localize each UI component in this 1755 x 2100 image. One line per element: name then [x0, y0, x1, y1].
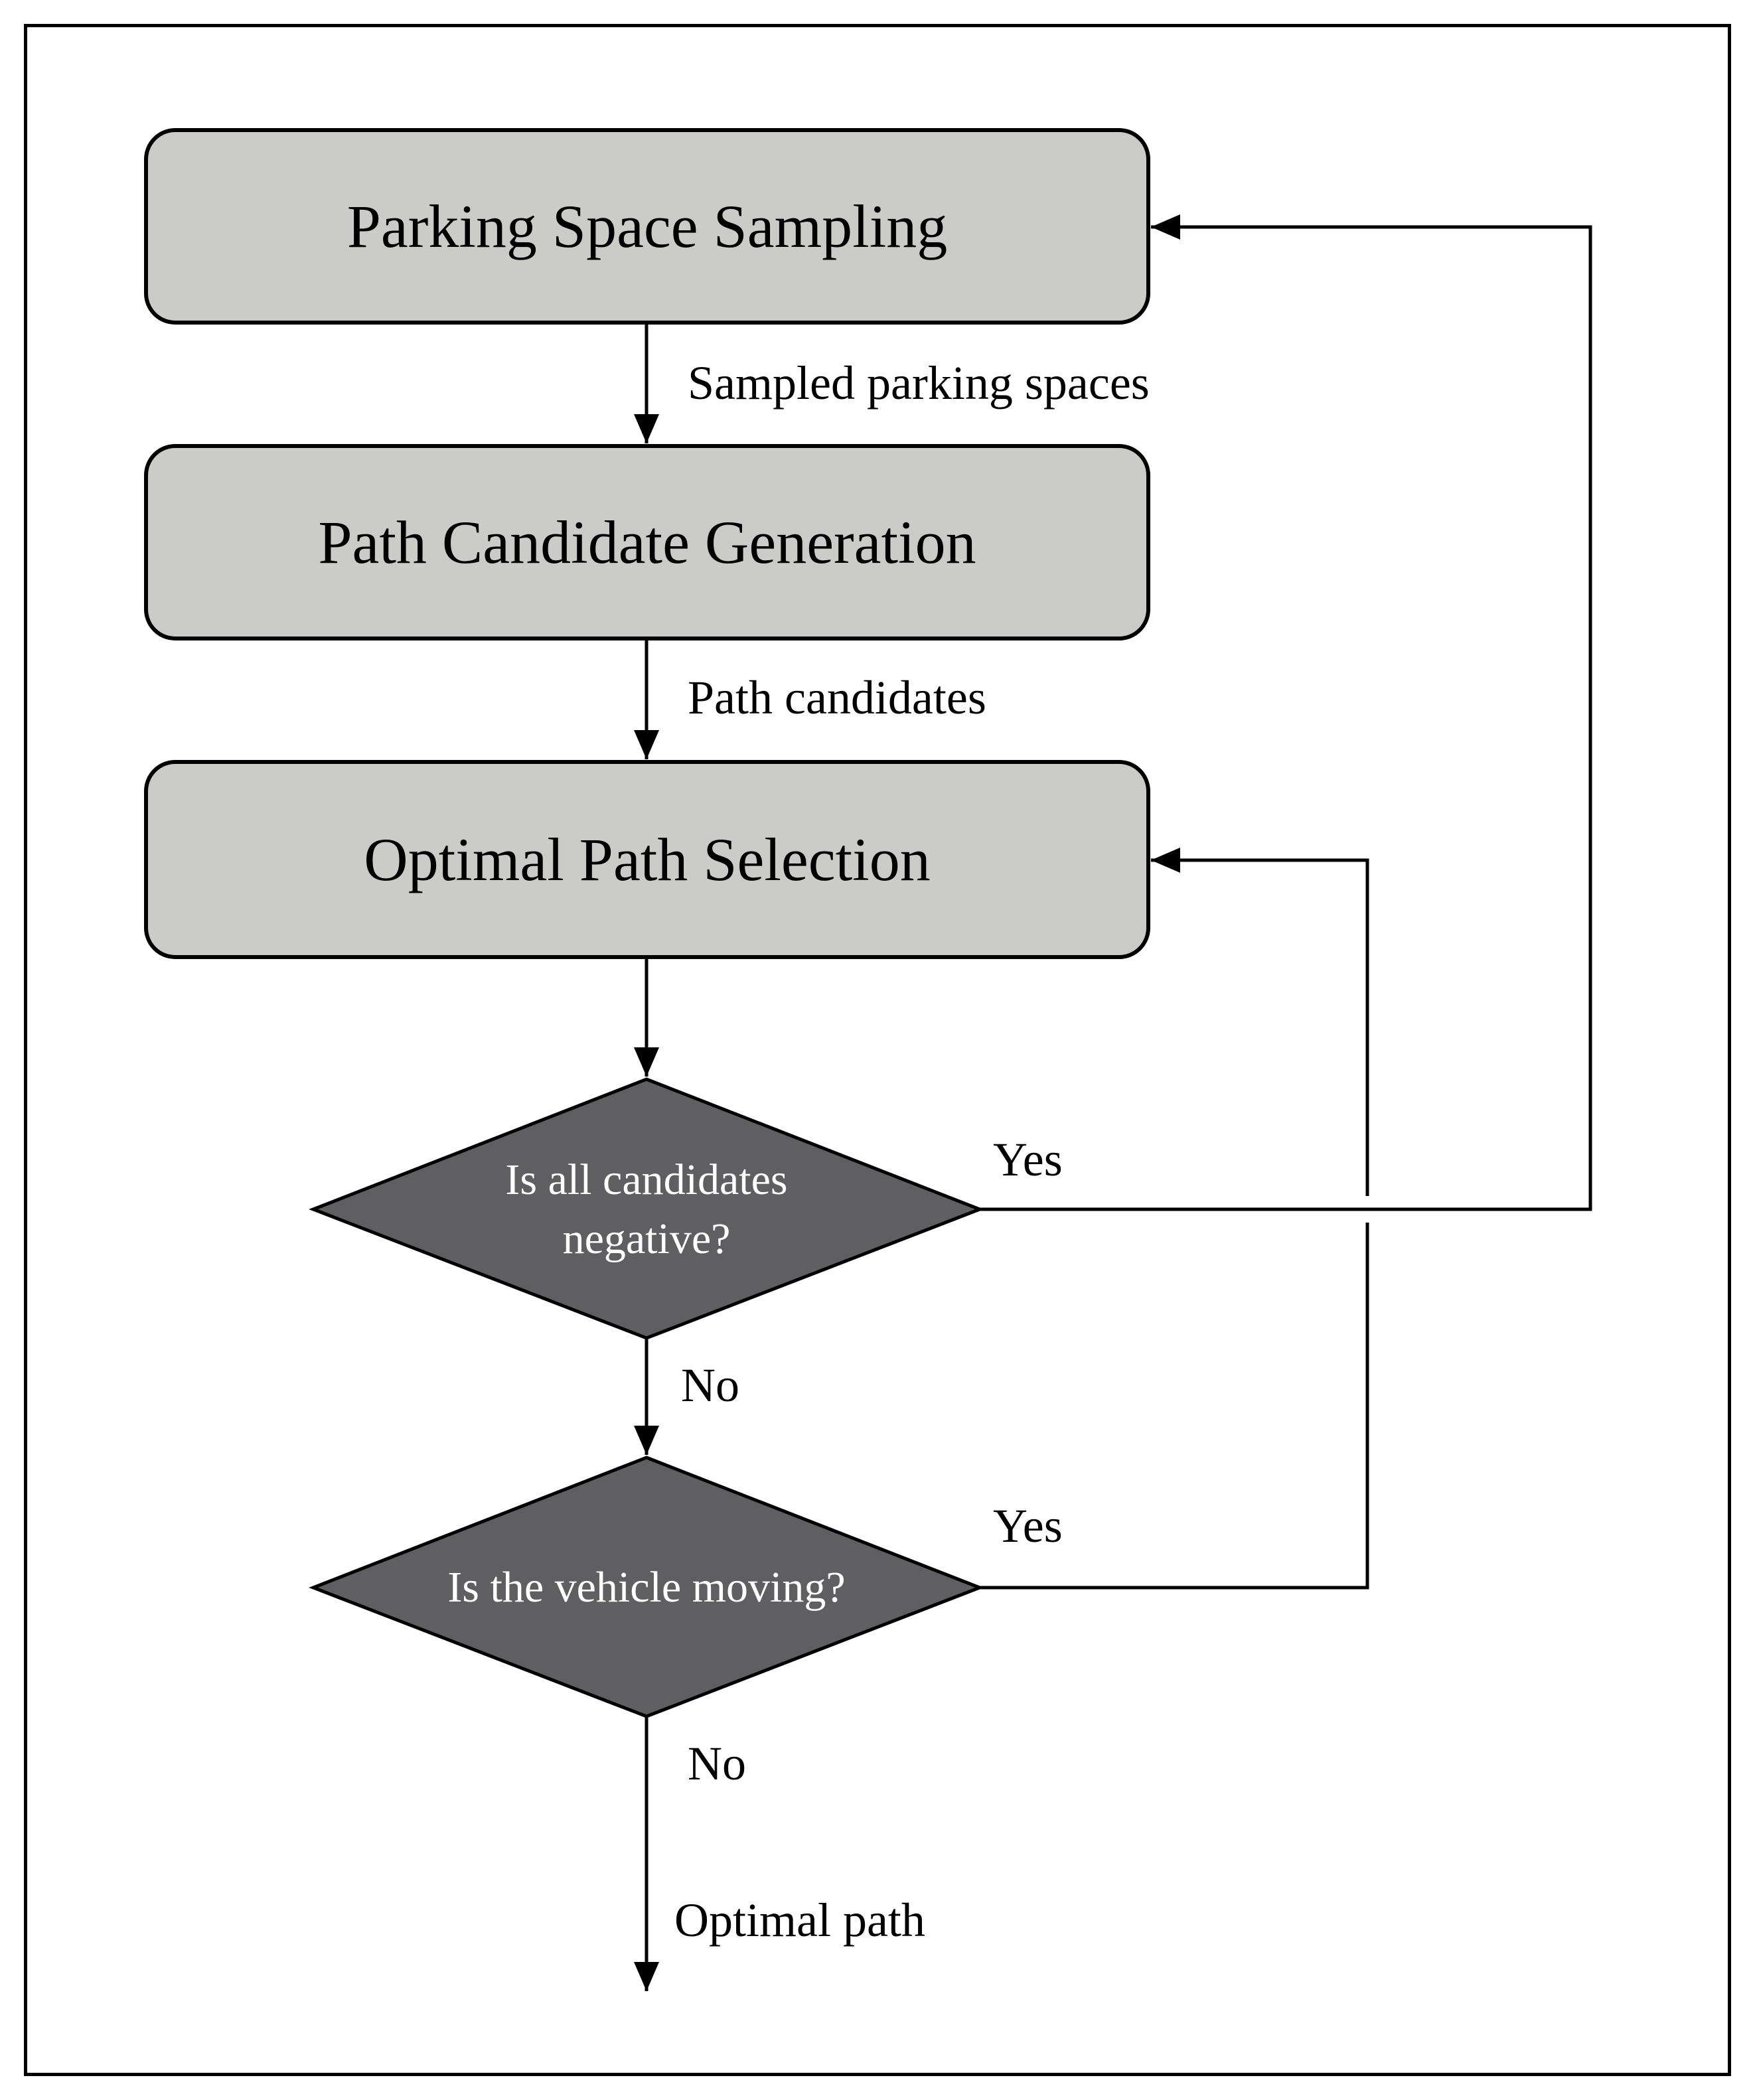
diagram-frame	[24, 24, 1731, 2076]
edge-label-no-vehicle-moving: No	[688, 1737, 746, 1790]
all-negative-decision-label: Is all candidates negative?	[505, 1155, 788, 1263]
loop-vehicle-moving-yes-lower	[980, 1223, 1369, 1590]
parking-space-sampling-label: Parking Space Sampling	[346, 192, 948, 260]
edge-label-yes-vehicle-moving: Yes	[993, 1499, 1063, 1552]
edge-label-sampled-parking-spaces: Sampled parking spaces	[688, 356, 1150, 410]
optimal-path-selection-label: Optimal Path Selection	[364, 826, 931, 893]
edge-label-optimal-path: Optimal path	[674, 1894, 925, 1947]
edge-label-no-all-negative: No	[681, 1359, 739, 1412]
loop-all-negative-yes	[980, 214, 1592, 1211]
edge-label-yes-all-negative: Yes	[993, 1133, 1063, 1186]
loop-vehicle-moving-yes-upper	[1151, 848, 1369, 1196]
vehicle-moving-decision-label: Is the vehicle moving?	[447, 1563, 846, 1612]
path-candidate-generation-label: Path Candidate Generation	[318, 508, 976, 576]
edge-label-path-candidates: Path candidates	[688, 671, 986, 724]
